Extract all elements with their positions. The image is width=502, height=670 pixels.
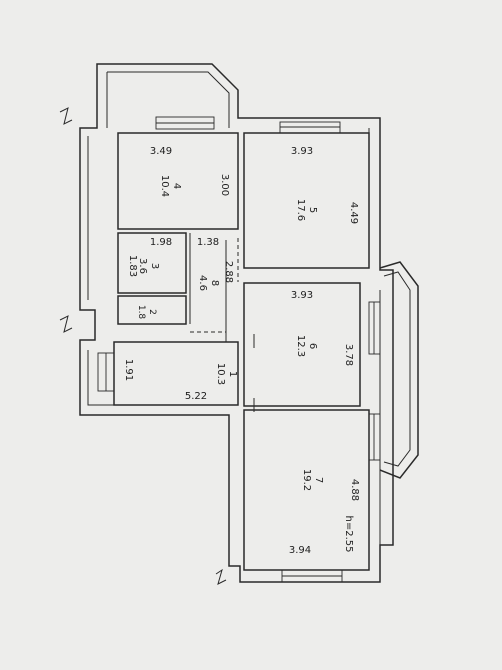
window-east-room-6 bbox=[368, 301, 381, 355]
walls bbox=[79, 63, 419, 583]
dimension-label: 3.93 bbox=[291, 146, 313, 157]
room-3-label: 3 3.6 bbox=[137, 258, 160, 274]
dimension-label: 3.49 bbox=[150, 146, 172, 157]
window-top-room-4 bbox=[155, 116, 215, 130]
dimension-label: 3.94 bbox=[289, 545, 311, 556]
room-3-area: 3.6 bbox=[137, 258, 148, 274]
room-8-area: 4.6 bbox=[197, 275, 208, 291]
window-top-room-5 bbox=[279, 121, 341, 134]
room-6-label: 6 12.3 bbox=[295, 335, 318, 357]
room-1-area: 10.3 bbox=[215, 363, 226, 385]
dimension-label: 1.83 bbox=[127, 255, 138, 277]
dimension-label: 1.91 bbox=[123, 359, 134, 381]
room-5-number: 5 bbox=[307, 207, 318, 213]
room-7-number: 7 bbox=[313, 477, 324, 483]
wall-break-marks bbox=[59, 107, 255, 585]
window-bottom-room-7 bbox=[281, 569, 343, 583]
room-2-label: 2 1.8 bbox=[136, 305, 157, 320]
dimension-label: 2.88 bbox=[223, 261, 234, 283]
room-1-number: 1 bbox=[227, 371, 238, 377]
dimension-label: 3.00 bbox=[219, 174, 230, 196]
room-3-number: 3 bbox=[149, 263, 160, 269]
room-2-number: 2 bbox=[147, 309, 157, 315]
dimension-labels: 3.49 3.00 3.93 4.49 1.98 1.38 1.83 2.88 … bbox=[123, 146, 360, 556]
room-6-area: 12.3 bbox=[295, 335, 306, 357]
room-4-number: 4 bbox=[171, 183, 182, 189]
room-7-area: 19.2 bbox=[301, 469, 312, 491]
room-7-label: 7 19.2 bbox=[301, 469, 324, 491]
dimension-label: 3.78 bbox=[343, 344, 354, 366]
dimension-label: 1.98 bbox=[150, 237, 172, 248]
room-5-label: 5 17.6 bbox=[295, 199, 318, 221]
dimension-label: 1.38 bbox=[197, 237, 219, 248]
room-8-label: 8 4.6 bbox=[197, 275, 220, 291]
entrance-door bbox=[97, 352, 115, 392]
room-4-area: 10.4 bbox=[159, 175, 170, 197]
window-east-room-7 bbox=[368, 413, 381, 461]
windows bbox=[97, 116, 381, 583]
dimension-label: 4.49 bbox=[348, 202, 359, 224]
room-6-number: 6 bbox=[307, 343, 318, 349]
dimension-label: 3.93 bbox=[291, 290, 313, 301]
room-1-label: 1 10.3 bbox=[215, 363, 238, 385]
dimension-label: 5.22 bbox=[185, 391, 207, 402]
room-labels: 4 10.4 5 17.6 3 3.6 2 1.8 8 4.6 6 12.3 1… bbox=[136, 175, 324, 491]
room-8-number: 8 bbox=[209, 280, 220, 286]
room-2-area: 1.8 bbox=[136, 305, 146, 320]
ceiling-height-label: h=2.55 bbox=[343, 516, 354, 553]
dimension-label: 4.88 bbox=[349, 479, 360, 501]
room-5-area: 17.6 bbox=[295, 199, 306, 221]
room-4-label: 4 10.4 bbox=[159, 175, 182, 197]
